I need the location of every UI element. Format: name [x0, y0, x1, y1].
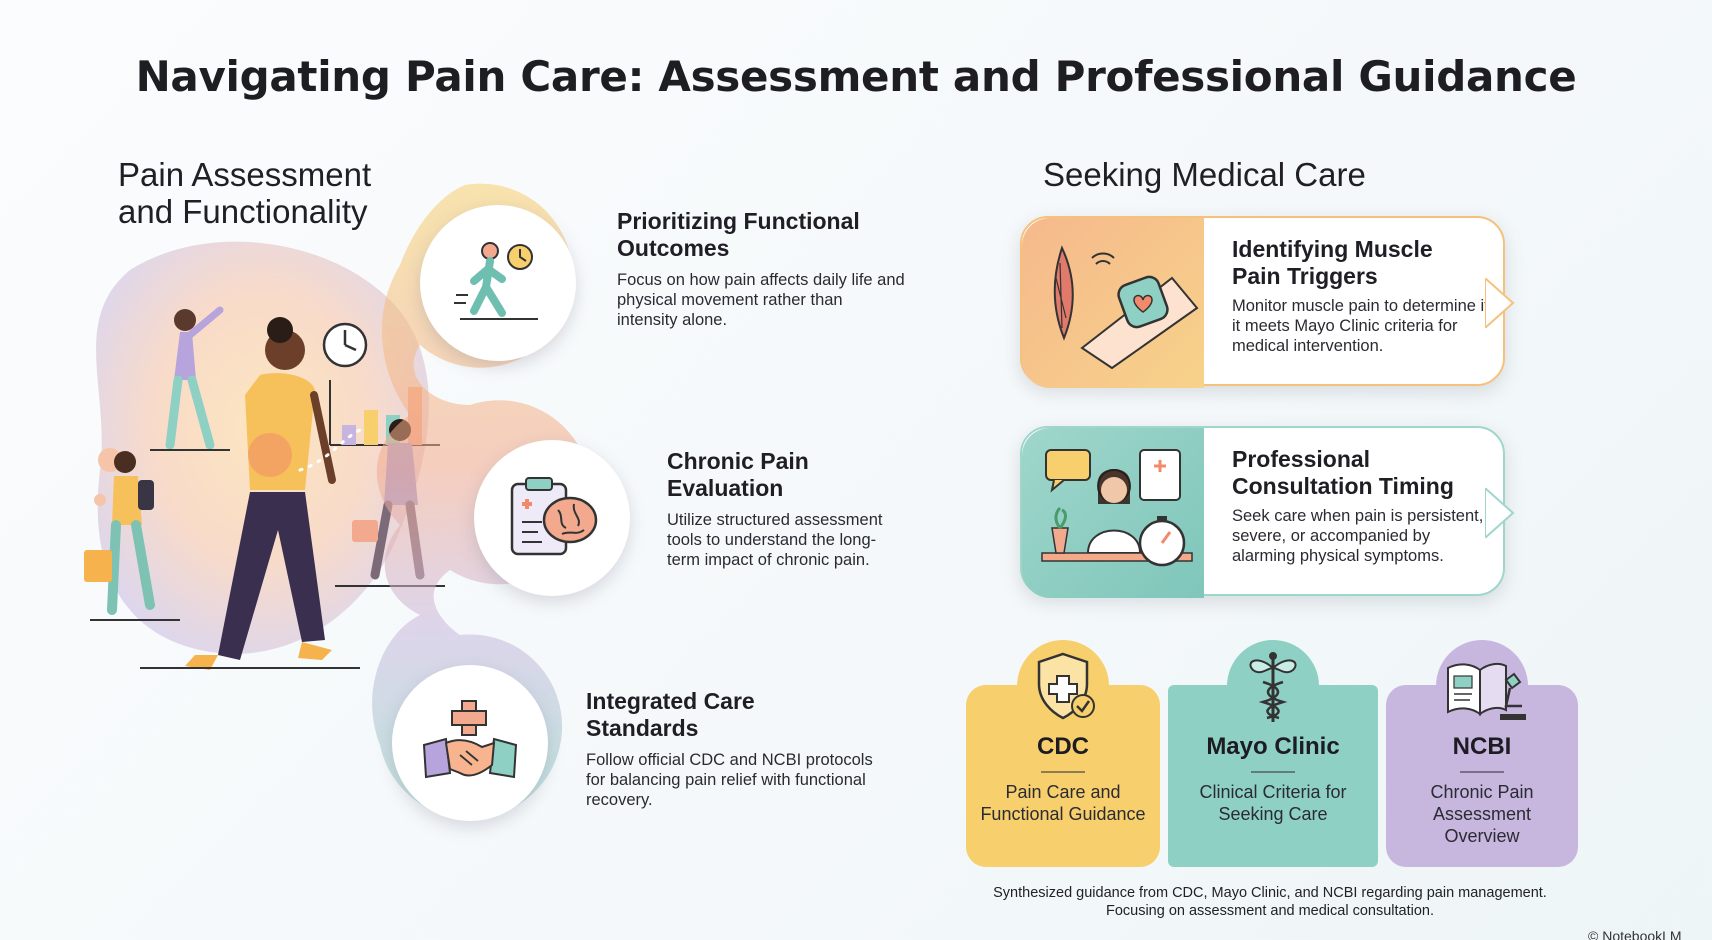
step-functional-text: Prioritizing Functional Outcomes Focus o… [617, 208, 907, 330]
card-description: Monitor muscle pain to determine if it m… [1232, 297, 1489, 355]
step-title: Integrated Care Standards [586, 688, 876, 742]
shield-check-icon [1037, 652, 1095, 720]
book-microscope-icon [1447, 662, 1526, 720]
card-title-line1: Professional [1232, 446, 1371, 472]
footer-line2: Focusing on assessment and medical consu… [1105, 903, 1435, 919]
watermark: © NotebookLM [1588, 928, 1682, 940]
source-card-cdc: CDC Pain Care and Functional Guidance [966, 640, 1160, 867]
source-badge [1227, 640, 1319, 732]
right-section-heading: Seeking Medical Care [1043, 156, 1366, 193]
chevron-right-icon [1485, 278, 1515, 328]
chevron-right-icon [1485, 488, 1515, 538]
divider [1251, 771, 1295, 773]
left-heading-line1: Pain Assessment [118, 156, 372, 193]
step-title: Prioritizing Functional Outcomes [617, 208, 907, 262]
step-title-line2: Outcomes [617, 235, 730, 261]
step-description: Utilize structured assessment tools to u… [667, 511, 883, 569]
footer-note: Synthesized guidance from CDC, Mayo Clin… [960, 884, 1580, 920]
handshake-cross-icon [422, 700, 518, 779]
left-section-heading: Pain Assessment and Functionality [118, 156, 371, 230]
source-name: Mayo Clinic [1206, 733, 1340, 760]
source-name: NCBI [1452, 733, 1512, 760]
card-title-line1: Identifying Muscle [1232, 236, 1433, 262]
source-card-ncbi: NCBI Chronic Pain Assessment Overview [1386, 640, 1578, 867]
card-image [1022, 218, 1204, 388]
step-title-line2: Evaluation [667, 475, 784, 501]
walking-person-clock-icon [454, 242, 538, 320]
card-title: Identifying Muscle Pain Triggers [1232, 236, 1497, 290]
source-description: Chronic Pain Assessment Overview [1430, 782, 1534, 846]
step-title: Chronic Pain Evaluation [667, 448, 897, 502]
step-description: Focus on how pain affects daily life and… [617, 271, 905, 329]
page-title: Navigating Pain Care: Assessment and Pro… [135, 52, 1577, 101]
step-chronic-text: Chronic Pain Evaluation Utilize structur… [667, 448, 897, 570]
left-heading-line2: and Functionality [118, 193, 368, 230]
step-circle-chronic [474, 440, 630, 596]
step-integrated-text: Integrated Care Standards Follow officia… [586, 688, 876, 810]
divider [1041, 771, 1085, 773]
people-walking-illustration [84, 241, 445, 670]
card-image [1022, 428, 1204, 598]
source-description: Clinical Criteria for Seeking Care [1199, 782, 1347, 824]
step-circle-integrated [392, 665, 548, 821]
step-title-line1: Chronic Pain [667, 448, 809, 474]
step-description: Follow official CDC and NCBI protocols f… [586, 751, 873, 809]
source-card-mayo-clinic: Mayo Clinic Clinical Criteria for Seekin… [1168, 640, 1378, 867]
step-title-line1: Prioritizing Functional [617, 208, 860, 234]
card-text: Identifying Muscle Pain Triggers Monitor… [1232, 236, 1497, 356]
card-muscle-pain: Identifying Muscle Pain Triggers Monitor… [1020, 216, 1515, 388]
step-circle-functional [420, 205, 576, 361]
footer-line1: Synthesized guidance from CDC, Mayo Clin… [993, 885, 1547, 901]
card-title: Professional Consultation Timing [1232, 446, 1497, 500]
card-description: Seek care when pain is persistent, sever… [1232, 507, 1484, 565]
caduceus-icon [1249, 652, 1297, 722]
divider [1460, 771, 1504, 773]
card-title-line2: Pain Triggers [1232, 263, 1378, 289]
step-title-line2: Standards [586, 715, 699, 741]
clipboard-brain-icon [510, 477, 598, 556]
card-consultation-timing: Professional Consultation Timing Seek ca… [1020, 426, 1515, 598]
card-title-line2: Consultation Timing [1232, 473, 1454, 499]
doctor-stopwatch-icon [1041, 449, 1193, 567]
source-badge [1436, 640, 1528, 732]
muscle-smartwatch-icon [1053, 245, 1199, 370]
source-name: CDC [1037, 733, 1089, 760]
step-title-line1: Integrated Care [586, 688, 755, 714]
source-badge [1017, 640, 1109, 732]
card-text: Professional Consultation Timing Seek ca… [1232, 446, 1497, 566]
source-description: Pain Care and Functional Guidance [980, 782, 1146, 824]
